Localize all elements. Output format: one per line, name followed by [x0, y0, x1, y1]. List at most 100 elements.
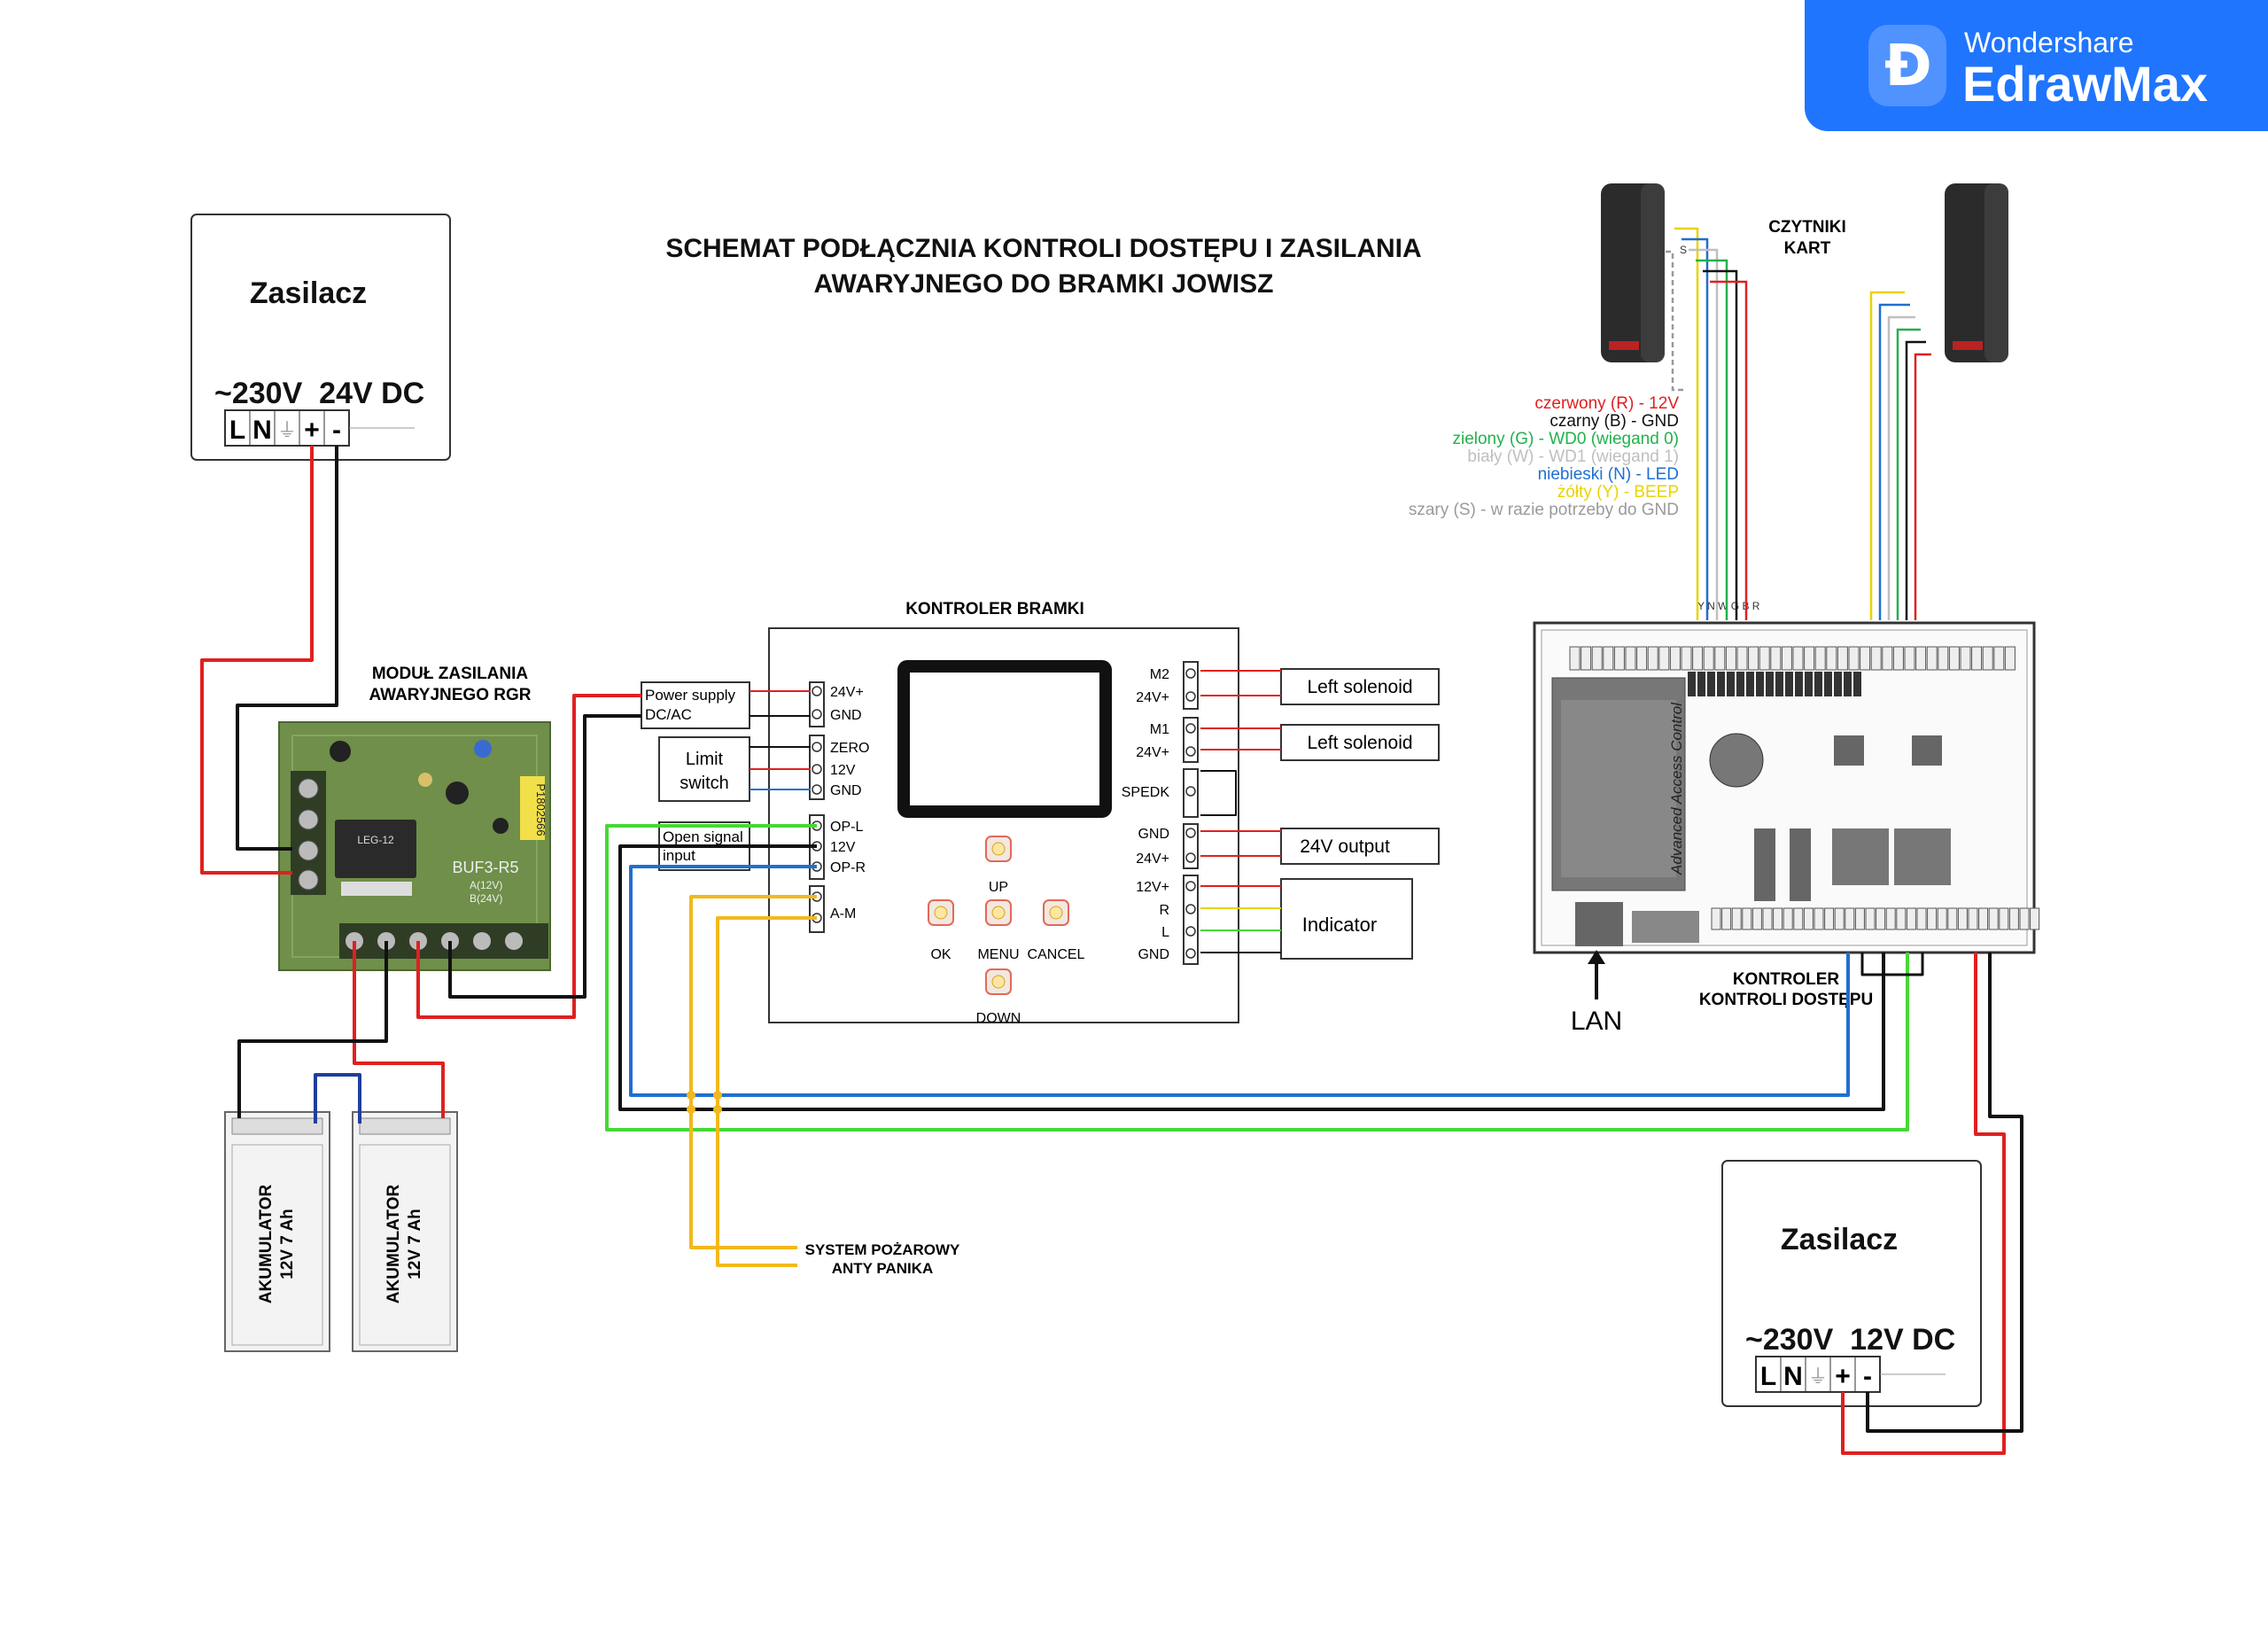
- backup-module-relay: LEG-12: [357, 834, 394, 846]
- gate-right-screw: [1185, 881, 1196, 891]
- ac-bottom-terminal: [1927, 907, 1938, 930]
- ac-top-pin: [1727, 672, 1735, 696]
- ac-bottom-terminal: [1906, 907, 1916, 930]
- wire-black-12v: [618, 844, 1885, 1111]
- backup-module-serial: P1802566: [534, 783, 548, 836]
- right-box-left-solenoid-2: Left solenoid: [1307, 733, 1412, 753]
- wire-legend-entry: szary (S) - w razie potrzeby do GND: [1409, 501, 1679, 519]
- ac-top-terminal: [1692, 646, 1704, 671]
- limit-switch-box-line1: Limit: [686, 750, 724, 769]
- wire-yellow-am-1: [689, 895, 817, 1249]
- gate-left-pin-label: 12V: [830, 840, 856, 855]
- ac-top-pin: [1775, 672, 1783, 696]
- ac-top-terminal: [1882, 646, 1893, 671]
- ac-top-terminal: [1781, 646, 1792, 671]
- gate-button-label: DOWN: [976, 1011, 1021, 1026]
- gate-button-cap[interactable]: [1049, 906, 1063, 920]
- ac-bottom-terminal: [1854, 907, 1865, 930]
- battery-1: AKUMULATOR 12V 7 Ah: [224, 1111, 330, 1352]
- ac-top-terminal: [1904, 646, 1915, 671]
- ac-top-terminal: [1982, 646, 1993, 671]
- reader-1-wire: [1696, 259, 1728, 620]
- gate-right-screw: [1185, 668, 1196, 679]
- gate-right-pin-label: 12V+: [1136, 880, 1169, 895]
- ac-bottom-terminal: [1957, 907, 1968, 930]
- fire-system-label1: SYSTEM POŻAROWY: [805, 1241, 960, 1258]
- ac-top-terminal: [1748, 646, 1759, 671]
- ac-top-terminal: [1613, 646, 1625, 671]
- gate-left-pin-label: 24V+: [830, 685, 864, 700]
- ac-top-terminal: [1625, 646, 1636, 671]
- ac-top-pin: [1834, 672, 1842, 696]
- gate-right-pin-label: R: [1159, 903, 1169, 918]
- ac-bottom-terminal: [1721, 907, 1732, 930]
- wires: [200, 446, 2023, 1455]
- diagram-title-line2: AWARYJNEGO DO BRAMKI JOWISZ: [814, 269, 1274, 299]
- ac-top-pin: [1853, 672, 1861, 696]
- gate-button-cap[interactable]: [934, 906, 948, 920]
- ac-top-terminal: [1770, 646, 1782, 671]
- ac-bottom-terminal: [1834, 907, 1845, 930]
- ac-top-terminal: [1647, 646, 1658, 671]
- gate-controller-title: KONTROLER BRAMKI: [905, 600, 1084, 618]
- ac-top-terminal: [1714, 646, 1726, 671]
- card-reader-1: [1601, 183, 1665, 362]
- gate-right-screw: [1185, 828, 1196, 838]
- ac-top-pin: [1766, 672, 1774, 696]
- reader-wires: [1666, 227, 1931, 620]
- wire-blue-opr: [629, 865, 1850, 1097]
- battery-1-label: AKUMULATOR: [257, 1185, 276, 1304]
- reader-2-wire: [1887, 315, 1915, 620]
- junctions: [687, 1091, 722, 1114]
- ac-bottom-terminal: [1793, 907, 1804, 930]
- ac-top-terminal: [1603, 646, 1614, 671]
- gate-right-screw: [1185, 786, 1196, 797]
- gate-left-screw: [812, 686, 822, 696]
- ac-top-terminal: [1636, 646, 1648, 671]
- gate-right-pin-label: GND: [1138, 827, 1169, 842]
- wire-green-opl: [605, 824, 1909, 1132]
- battery-2-label: AKUMULATOR: [384, 1185, 403, 1304]
- ac-top-terminal: [1569, 646, 1581, 671]
- psu-12v-terminal-plus: +: [1835, 1362, 1851, 1391]
- gate-left-screw: [812, 784, 822, 795]
- backup-module-label2: AWARYJNEGO RGR: [369, 686, 532, 704]
- ac-top-terminal: [1870, 646, 1882, 671]
- gate-button-cap[interactable]: [991, 906, 1006, 920]
- wire-module-out-red: [416, 694, 641, 1019]
- gate-left-pin-label: ZERO: [830, 741, 869, 756]
- access-controller-label2: KONTROLI DOSTĘPU: [1699, 991, 1873, 1009]
- ac-top-terminal: [1581, 646, 1592, 671]
- ac-bottom-terminal: [1845, 907, 1855, 930]
- ac-bottom-terminal: [1937, 907, 1947, 930]
- ac-bottom-terminal: [1968, 907, 1978, 930]
- gate-left-pin-label: A-M: [830, 906, 856, 922]
- psu-12v-terminal-minus: -: [1863, 1362, 1872, 1391]
- gate-button-cap[interactable]: [991, 842, 1006, 856]
- wire-legend-entry: czarny (B) - GND: [1550, 412, 1679, 431]
- right-box-24v-output: 24V output: [1300, 836, 1390, 857]
- access-controller-top-terminals: [1569, 646, 2016, 696]
- ac-top-terminal: [1826, 646, 1837, 671]
- gate-left-boxes: Power supply DC/AC Limit switch Open sig…: [641, 681, 750, 871]
- reader-1-wire: [1674, 227, 1699, 620]
- diagram-title-line1: SCHEMAT PODŁĄCZNIA KONTROLI DOSTĘPU I ZA…: [665, 234, 1421, 263]
- ac-bottom-terminal: [1711, 907, 1721, 930]
- edrawmax-badge[interactable]: Ð Wondershare EdrawMax: [1805, 0, 2268, 131]
- reader-pin-letters: Y N W G B R: [1697, 600, 1760, 612]
- gate-left-pin-label: GND: [830, 783, 862, 798]
- backup-module-model: BUF3-R5: [452, 859, 518, 876]
- ac-top-pin: [1697, 672, 1705, 696]
- gate-right-boxes: Left solenoid Left solenoid 24V output I…: [1280, 668, 1440, 960]
- wire-psu2-red: [1841, 953, 2006, 1455]
- ac-top-terminal: [1892, 646, 1904, 671]
- ac-top-terminal: [1681, 646, 1692, 671]
- reader-2-wire: [1896, 328, 1921, 620]
- brand-top: Wondershare: [1964, 27, 2134, 58]
- gate-button-cap[interactable]: [991, 975, 1006, 989]
- wire-battery-link: [314, 1073, 361, 1124]
- backup-module-board: LEG-12 P1802566 BUF3-R5 A(12V) B(24V): [278, 721, 551, 971]
- reader-2-wire: [1878, 303, 1910, 620]
